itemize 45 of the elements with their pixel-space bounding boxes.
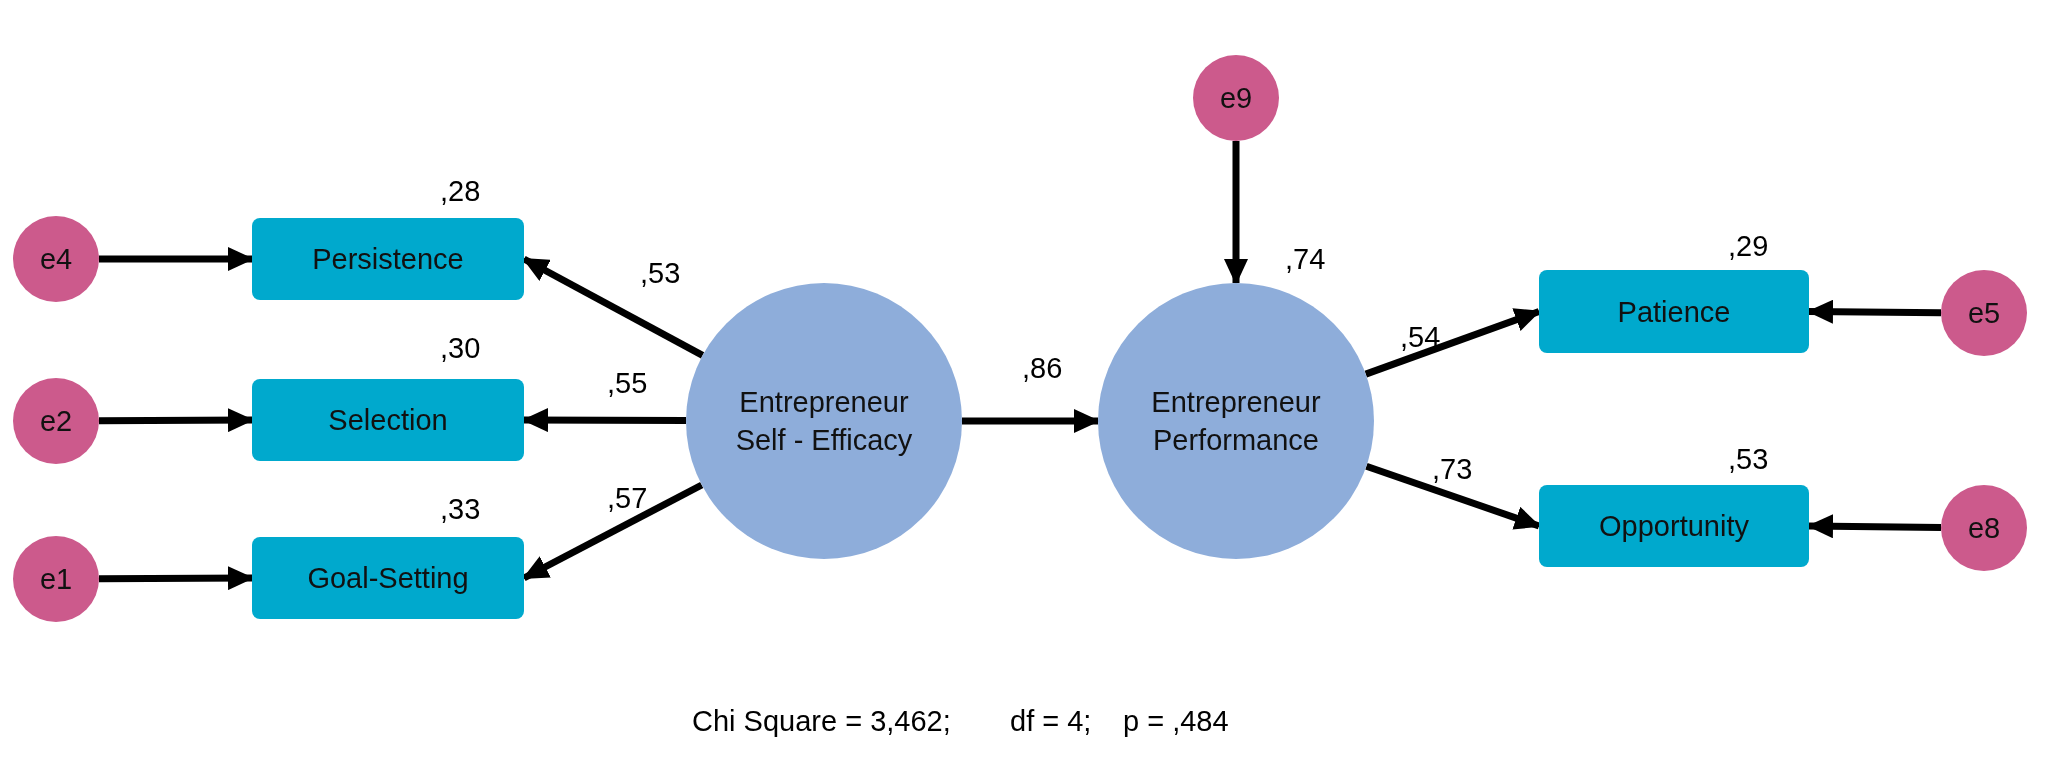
observed-variable-box xyxy=(252,379,524,461)
arrow xyxy=(522,255,705,359)
path-coefficient: ,53 xyxy=(640,256,681,291)
path-coefficient: ,73 xyxy=(1432,452,1473,487)
r-squared-value: ,33 xyxy=(440,492,481,527)
node-label: e1 xyxy=(39,562,73,597)
node-label: Opportunity xyxy=(1599,509,1749,544)
r-squared-value: ,53 xyxy=(1728,442,1769,477)
fit-statistic: p = ,484 xyxy=(1123,704,1229,739)
node-label: e9 xyxy=(1219,81,1253,116)
node-label: Entrepreneur Performance xyxy=(1150,385,1322,458)
r-squared-value: ,28 xyxy=(440,174,481,209)
node-label: Patience xyxy=(1617,294,1731,330)
observed-variable-box xyxy=(1539,270,1809,353)
observed-variable-box xyxy=(252,537,524,619)
path-coefficient: ,54 xyxy=(1400,320,1441,355)
arrow xyxy=(99,247,254,271)
arrow xyxy=(522,481,704,582)
r-squared-value: ,30 xyxy=(440,331,481,366)
arrow xyxy=(99,566,254,591)
arrow xyxy=(962,409,1100,433)
arrow xyxy=(1807,514,1942,539)
observed-variable-box xyxy=(252,218,524,300)
node-label: e2 xyxy=(39,404,73,439)
arrow xyxy=(1224,141,1248,285)
r-squared-value: ,29 xyxy=(1728,229,1769,264)
node-label: Selection xyxy=(328,403,448,438)
node-label: Goal-Setting xyxy=(307,561,469,596)
path-coefficient: ,55 xyxy=(607,366,648,401)
arrow xyxy=(1365,462,1541,530)
node-label: Persistence xyxy=(312,242,464,277)
path-coefficient: ,86 xyxy=(1022,351,1063,386)
node-label: e8 xyxy=(1967,511,2001,546)
observed-variable-box xyxy=(1539,485,1809,567)
arrow xyxy=(522,408,686,433)
arrow xyxy=(99,408,254,433)
node-label: e4 xyxy=(39,242,73,277)
path-coefficient: ,57 xyxy=(607,481,648,516)
arrow xyxy=(1807,299,1942,324)
r-squared-value: ,74 xyxy=(1285,242,1326,277)
node-label: Entrepreneur Self - Efficacy xyxy=(734,385,914,458)
arrow xyxy=(1364,308,1541,378)
node-label: e5 xyxy=(1967,296,2001,331)
fit-statistic: df = 4; xyxy=(1010,704,1092,739)
fit-statistic: Chi Square = 3,462; xyxy=(692,704,951,739)
